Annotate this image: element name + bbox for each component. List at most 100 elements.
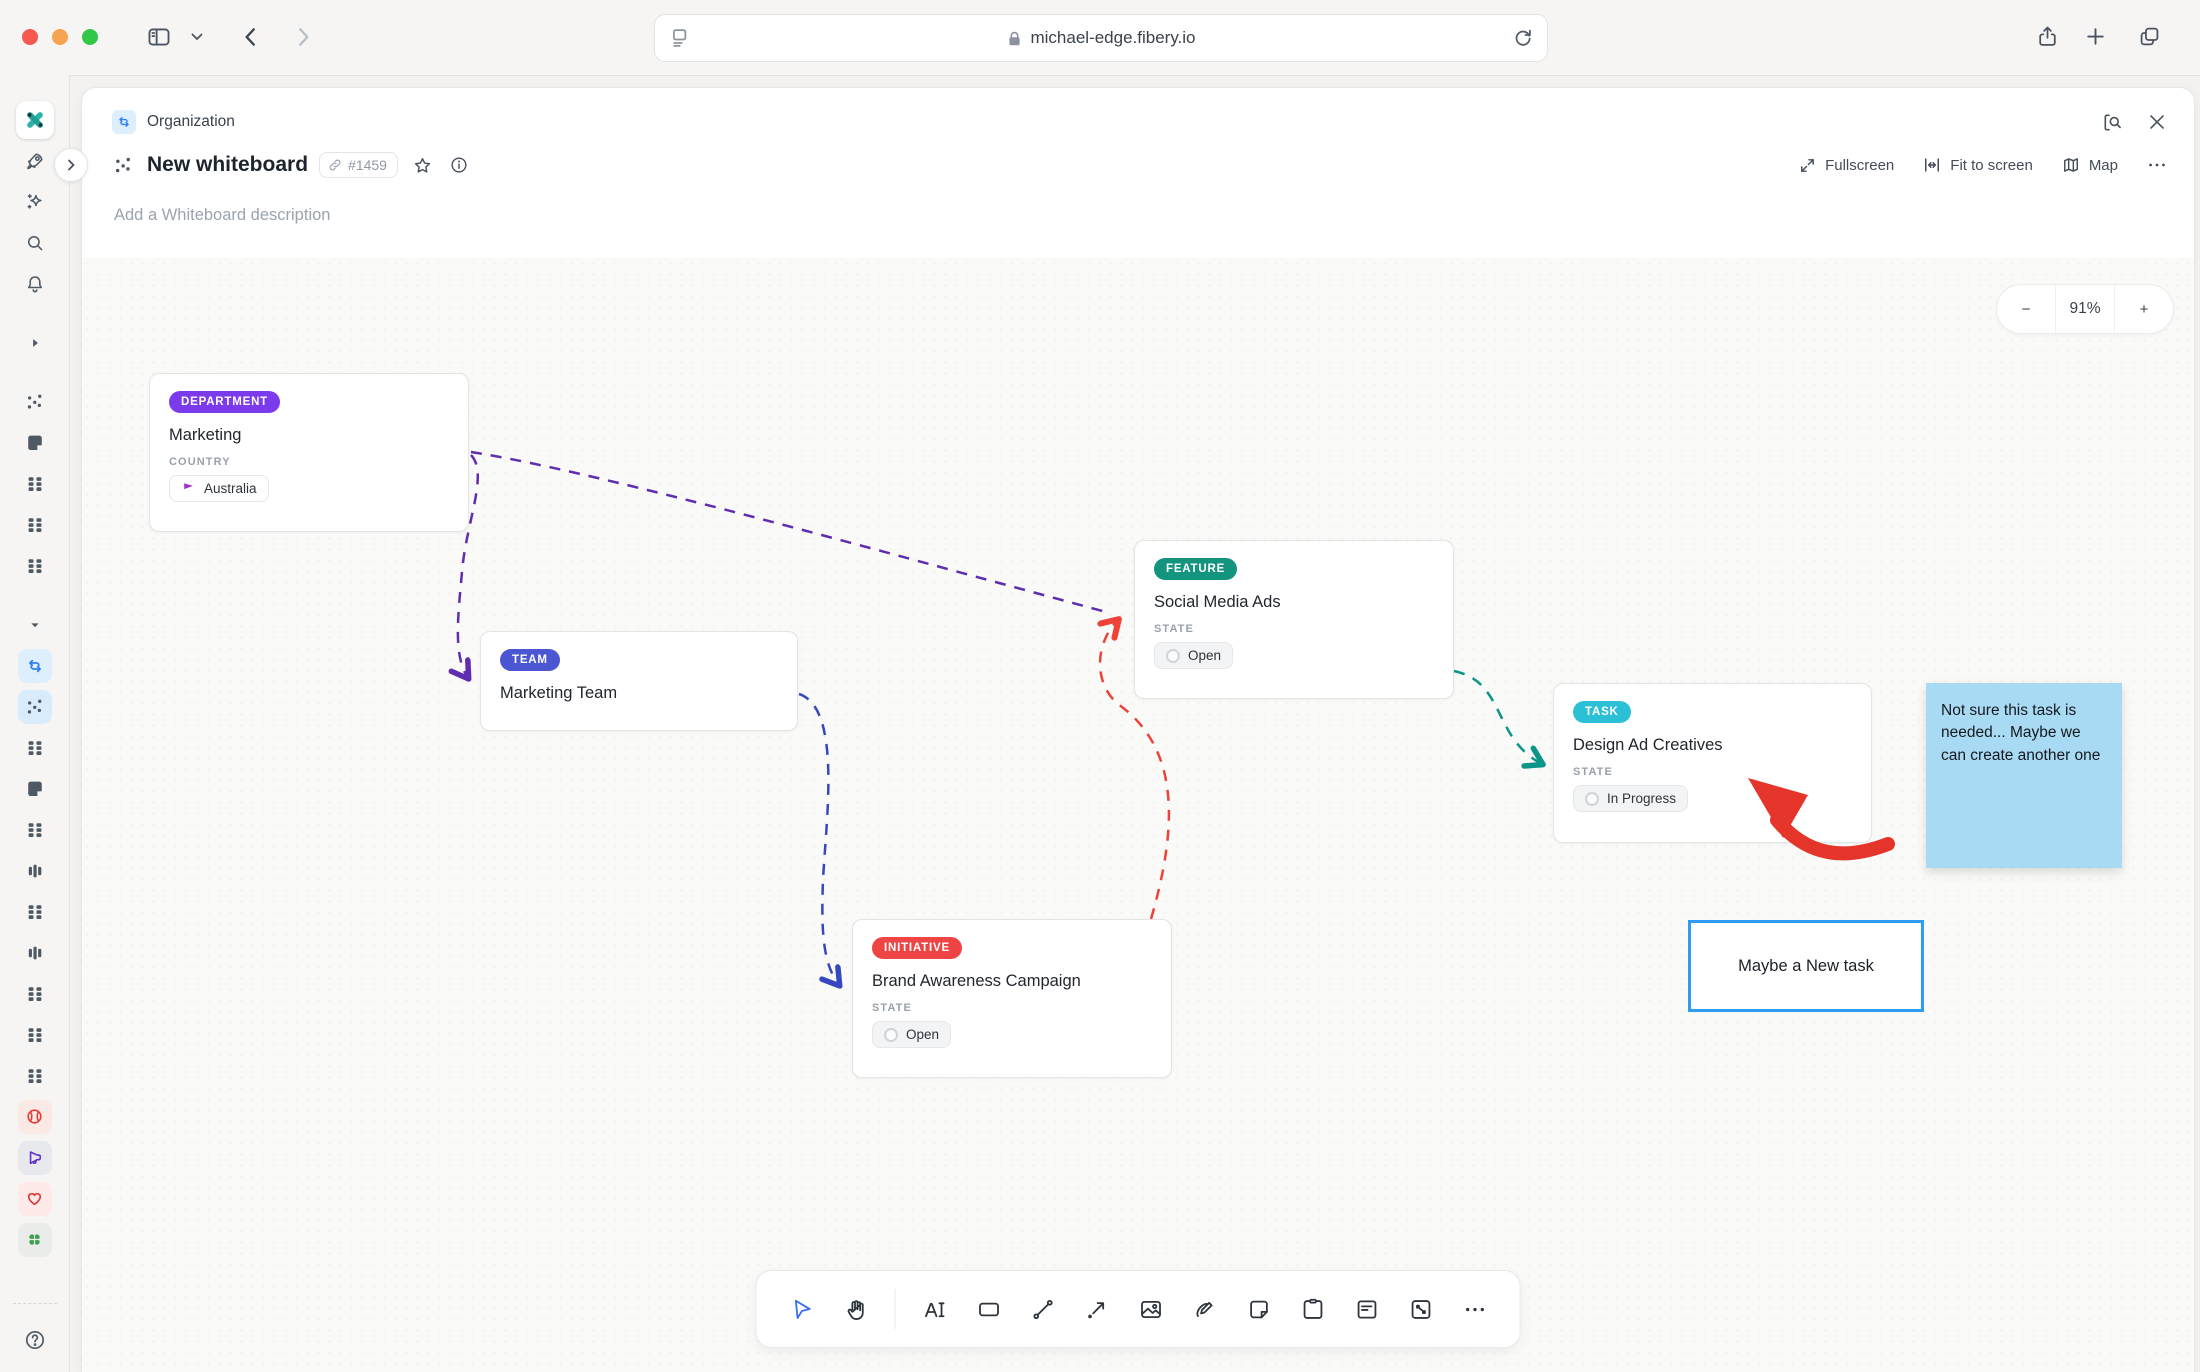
sidebar-item-clover[interactable] bbox=[14, 1219, 56, 1260]
fullscreen-button[interactable]: Fullscreen bbox=[1798, 156, 1894, 175]
sidebar-item-note[interactable] bbox=[14, 422, 56, 463]
sidebar-item-grid[interactable] bbox=[14, 1055, 56, 1096]
card-state-value[interactable]: Open bbox=[1154, 642, 1234, 669]
info-icon[interactable] bbox=[449, 155, 469, 175]
breadcrumb-label: Organization bbox=[147, 113, 235, 130]
card-state-value[interactable]: Open bbox=[872, 1021, 952, 1048]
sidebar-item-caret-down[interactable] bbox=[14, 604, 56, 645]
search-in-board-icon[interactable] bbox=[2101, 111, 2124, 134]
sidebar-item-grid[interactable] bbox=[14, 545, 56, 586]
connector-feature-task bbox=[1453, 669, 1542, 764]
page-title[interactable]: New whiteboard bbox=[147, 153, 309, 176]
more-actions-button[interactable] bbox=[2146, 154, 2168, 176]
sidebar-item-whiteboard-active[interactable] bbox=[14, 686, 56, 727]
shape-rectangle[interactable]: Maybe a New task bbox=[1688, 920, 1924, 1012]
sticky-note-text: Not sure this task is needed... Maybe we… bbox=[1941, 702, 2101, 764]
whiteboard-type-icon bbox=[112, 154, 134, 176]
heart-icon bbox=[17, 1181, 52, 1216]
card-state-value[interactable]: In Progress bbox=[1573, 785, 1689, 812]
sidebar-expand-button[interactable] bbox=[54, 148, 88, 182]
address-bar[interactable]: michael-edge.fibery.io bbox=[654, 14, 1548, 62]
arrow-tool-button[interactable] bbox=[1074, 1285, 1120, 1333]
sidebar-item-bell[interactable] bbox=[14, 263, 56, 304]
sidebar-item-grid[interactable] bbox=[14, 891, 56, 932]
close-icon[interactable] bbox=[2146, 111, 2168, 133]
sidebar-item-help[interactable] bbox=[14, 1319, 56, 1360]
sticky-note[interactable]: Not sure this task is needed... Maybe we… bbox=[1926, 683, 2122, 868]
megaphone-icon bbox=[17, 1140, 52, 1175]
back-button[interactable] bbox=[238, 24, 264, 50]
sidebar-item-grid[interactable] bbox=[14, 1014, 56, 1055]
hand-tool-button[interactable] bbox=[833, 1285, 879, 1333]
connector-tool-button[interactable] bbox=[1020, 1285, 1066, 1333]
lock-icon bbox=[1009, 31, 1021, 45]
sidebar-item-megaphone[interactable] bbox=[14, 1137, 56, 1178]
reload-icon[interactable] bbox=[1511, 26, 1535, 50]
sidebar-item-search[interactable] bbox=[14, 222, 56, 263]
sidebar-item-rocket[interactable] bbox=[14, 140, 56, 181]
rectangle-tool-button[interactable] bbox=[966, 1285, 1012, 1333]
sidebar-item-ball[interactable] bbox=[14, 1096, 56, 1137]
sidebar-item-heart[interactable] bbox=[14, 1178, 56, 1219]
reference-number: #1459 bbox=[348, 157, 387, 173]
sidebar-item-grid[interactable] bbox=[14, 973, 56, 1014]
flag-icon bbox=[184, 483, 193, 494]
card-badge: INITIATIVE bbox=[872, 937, 962, 959]
forward-button[interactable] bbox=[290, 24, 316, 50]
new-tab-icon[interactable] bbox=[2083, 24, 2108, 49]
zoom-in-button[interactable]: + bbox=[2114, 285, 2173, 333]
minimize-window-button[interactable] bbox=[52, 29, 68, 45]
card-badge: FEATURE bbox=[1154, 558, 1238, 580]
sidebar-item-grid[interactable] bbox=[14, 504, 56, 545]
sidebar-item-grid[interactable] bbox=[14, 809, 56, 850]
shape-rectangle-text: Maybe a New task bbox=[1738, 956, 1874, 975]
card-field-label: STATE bbox=[1573, 766, 1613, 778]
image-tool-button[interactable] bbox=[1128, 1285, 1174, 1333]
card-tool-button[interactable] bbox=[1398, 1285, 1444, 1333]
chevron-down-icon[interactable] bbox=[190, 32, 204, 42]
select-tool-button[interactable] bbox=[779, 1285, 825, 1333]
reference-pill[interactable]: #1459 bbox=[319, 152, 398, 178]
reader-mode-icon[interactable] bbox=[669, 26, 693, 50]
zoom-level: 91% bbox=[2055, 285, 2114, 333]
clover-icon bbox=[17, 1222, 52, 1257]
sidebar-toggle-icon[interactable] bbox=[146, 24, 172, 50]
document-tool-button[interactable] bbox=[1344, 1285, 1390, 1333]
sticky-note-tool-button[interactable] bbox=[1236, 1285, 1282, 1333]
sidebar-item-grid[interactable] bbox=[14, 463, 56, 504]
fit-to-screen-button[interactable]: Fit to screen bbox=[1922, 155, 2033, 175]
card-field-label: STATE bbox=[1154, 623, 1194, 635]
zoom-window-button[interactable] bbox=[82, 29, 98, 45]
sidebar-item-grid[interactable] bbox=[14, 727, 56, 768]
breadcrumb[interactable]: Organization bbox=[112, 110, 235, 134]
draw-tool-button[interactable] bbox=[1182, 1285, 1228, 1333]
sidebar-item-caret-right[interactable] bbox=[14, 322, 56, 363]
more-tool-button[interactable] bbox=[1452, 1285, 1498, 1333]
close-window-button[interactable] bbox=[22, 29, 38, 45]
card-field-label: STATE bbox=[872, 1002, 912, 1014]
chevron-right-icon bbox=[68, 159, 75, 171]
text-tool-button[interactable] bbox=[912, 1285, 958, 1333]
window-controls bbox=[22, 29, 98, 45]
share-icon[interactable] bbox=[2035, 24, 2060, 49]
description-placeholder[interactable]: Add a Whiteboard description bbox=[114, 206, 331, 224]
frame-tool-button[interactable] bbox=[1290, 1285, 1336, 1333]
tab-overview-icon[interactable] bbox=[2137, 24, 2162, 49]
zoom-out-button[interactable]: − bbox=[2021, 300, 2031, 318]
map-button[interactable]: Map bbox=[2061, 155, 2118, 175]
sidebar-item-whiteboard[interactable] bbox=[14, 381, 56, 422]
sidebar-item-note[interactable] bbox=[14, 768, 56, 809]
sidebar-item-swap[interactable] bbox=[14, 645, 56, 686]
sidebar-item-sparkles[interactable] bbox=[14, 181, 56, 222]
sidebar-item-kanban[interactable] bbox=[14, 850, 56, 891]
star-icon[interactable] bbox=[412, 155, 433, 176]
sidebar-item-fibery-logo[interactable] bbox=[14, 99, 56, 140]
sidebar-item-kanban[interactable] bbox=[14, 932, 56, 973]
card-field-value[interactable]: Australia bbox=[169, 475, 269, 502]
